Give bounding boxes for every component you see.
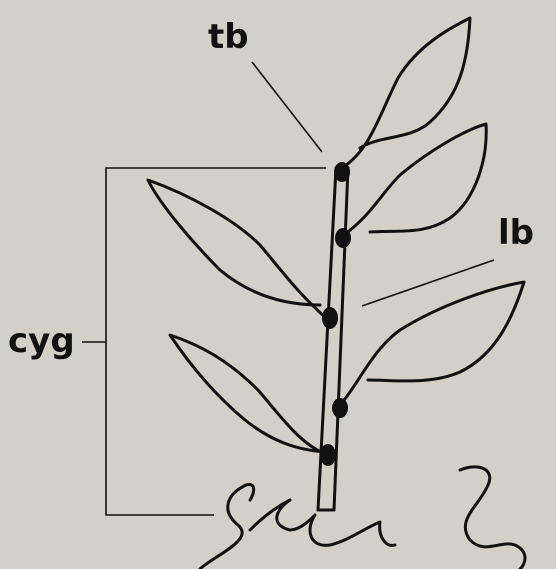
- leader-lines: [82, 62, 494, 515]
- leaf-upper-right: [340, 124, 486, 238]
- cyg-bracket: [106, 168, 326, 515]
- labels: tb lb cyg: [8, 17, 534, 361]
- lateral-bud-dot-4: [321, 445, 335, 465]
- lateral-bud-dot-2: [323, 308, 337, 328]
- terminal-bud-dot: [335, 163, 349, 181]
- leaf-top-right: [342, 18, 470, 168]
- leaf-lower-right: [340, 282, 524, 405]
- label-cyg: cyg: [8, 321, 75, 361]
- ground-squiggle-left: [200, 484, 254, 569]
- lateral-bud-dot-3: [333, 399, 347, 417]
- ground: [200, 467, 525, 569]
- label-tb: tb: [208, 17, 249, 57]
- leaf-left-upper: [148, 180, 326, 318]
- lateral-bud-dot-1: [336, 229, 350, 247]
- leaf-left-lower: [170, 335, 328, 455]
- tb-leader-line: [252, 62, 322, 152]
- lb-leader-line: [362, 260, 494, 306]
- label-lb: lb: [498, 213, 534, 253]
- ground-squiggle-mid: [250, 500, 395, 545]
- ground-squiggle-right: [460, 467, 525, 569]
